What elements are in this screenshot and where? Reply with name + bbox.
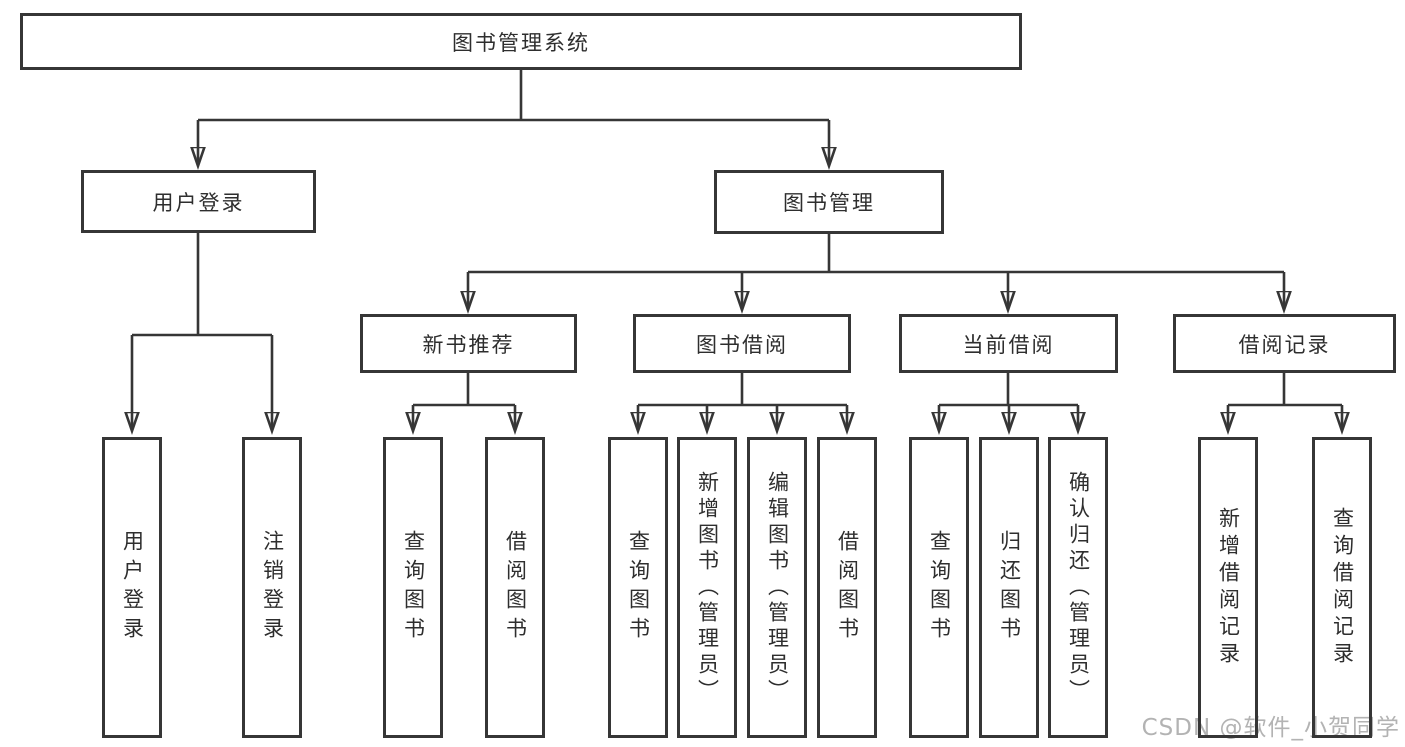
node-label: 查询图书 [626,529,651,646]
node-label: 注销登录 [260,529,285,646]
leaf-return-books: 归还图书 [979,437,1039,738]
node-new-book-recommend: 新书推荐 [360,314,577,373]
node-borrowing-records: 借阅记录 [1173,314,1396,373]
node-label: 用户登录 [152,190,245,215]
node-label: 新书推荐 [422,332,515,357]
node-label: 归还图书 [997,529,1022,646]
leaf-query-books-3: 查询图书 [909,437,969,738]
leaf-add-book-admin: 新增图书（管理员） [677,437,737,738]
leaf-borrow-books-2: 借阅图书 [817,437,877,738]
node-current-borrowing: 当前借阅 [899,314,1118,373]
node-label: 确认归还（管理员） [1066,470,1091,705]
leaf-confirm-return-admin: 确认归还（管理员） [1048,437,1108,738]
leaf-borrow-books-1: 借阅图书 [485,437,545,738]
node-book-management: 图书管理 [714,170,944,234]
leaf-add-borrow-record: 新增借阅记录 [1198,437,1258,738]
node-label: 图书管理系统 [452,30,590,55]
node-label: 图书借阅 [696,332,788,357]
node-user-login: 用户登录 [81,170,316,233]
node-book-borrowing: 图书借阅 [633,314,851,373]
node-label: 借阅图书 [835,529,860,646]
node-library-management-system: 图书管理系统 [20,13,1022,70]
node-label: 查询借阅记录 [1330,506,1355,669]
leaf-query-borrow-record: 查询借阅记录 [1312,437,1372,738]
node-label: 图书管理 [783,191,875,215]
node-label: 当前借阅 [962,332,1055,357]
leaf-logout: 注销登录 [242,437,302,738]
node-label: 查询图书 [927,529,952,646]
leaf-user-login: 用户登录 [102,437,162,738]
node-label: 新增图书（管理员） [695,470,720,705]
node-label: 用户登录 [120,529,145,646]
node-label: 编辑图书（管理员） [765,470,790,705]
node-label: 借阅图书 [503,529,528,646]
leaf-edit-book-admin: 编辑图书（管理员） [747,437,807,738]
node-label: 新增借阅记录 [1216,506,1241,669]
leaf-query-books-2: 查询图书 [608,437,668,738]
leaf-query-books-1: 查询图书 [383,437,443,738]
node-label: 查询图书 [401,529,426,646]
node-label: 借阅记录 [1238,332,1331,357]
